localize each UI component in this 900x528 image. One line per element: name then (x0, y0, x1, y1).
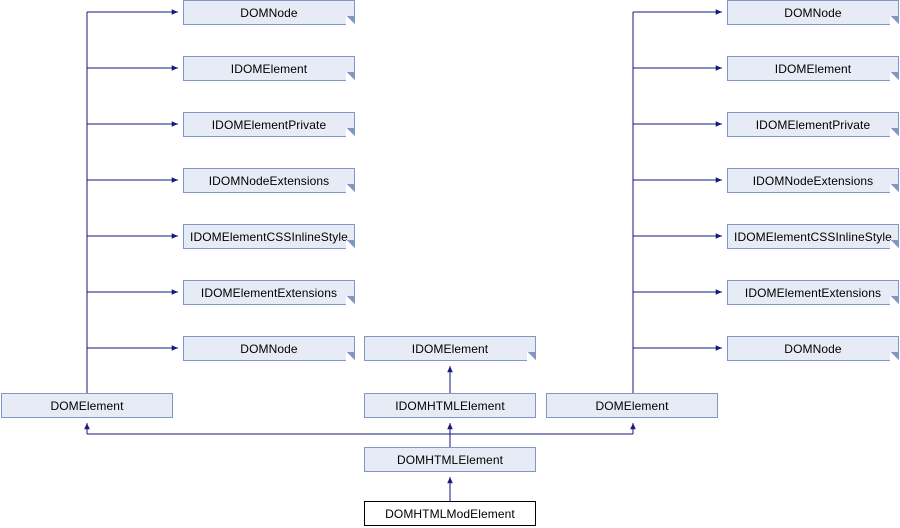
node-label: IDOMElementCSSInlineStyle (190, 229, 348, 244)
node-label: IDOMElementPrivate (755, 117, 871, 132)
node-label: DOMHTMLElement (396, 452, 504, 467)
node-label: IDOMElementExtensions (200, 285, 338, 300)
node-idomelement-center[interactable]: IDOMElement (364, 336, 536, 361)
node-idomelement-right[interactable]: IDOMElement (727, 56, 899, 81)
node-label: DOMNode (784, 5, 842, 20)
node-idomelementcssinlinestyle-right[interactable]: IDOMElementCSSInlineStyle (727, 224, 899, 249)
node-label: DOMElement (50, 398, 124, 413)
node-domnode-right-1[interactable]: DOMNode (727, 0, 899, 25)
node-idomhtmlelement[interactable]: IDOMHTMLElement (364, 393, 536, 418)
node-label: DOMNode (240, 341, 298, 356)
node-domelement-left[interactable]: DOMElement (1, 393, 173, 418)
node-label: DOMNode (784, 341, 842, 356)
node-domnode-left-1[interactable]: DOMNode (183, 0, 355, 25)
node-label: DOMElement (595, 398, 669, 413)
node-idomelementprivate-left[interactable]: IDOMElementPrivate (183, 112, 355, 137)
node-label: IDOMElementPrivate (211, 117, 327, 132)
node-label: IDOMElement (774, 61, 852, 76)
node-label: IDOMNodeExtensions (752, 173, 874, 188)
node-domnode-right-2[interactable]: DOMNode (727, 336, 899, 361)
node-idomelementcssinlinestyle-left[interactable]: IDOMElementCSSInlineStyle (183, 224, 355, 249)
node-idomelementprivate-right[interactable]: IDOMElementPrivate (727, 112, 899, 137)
node-idomnodeextensions-right[interactable]: IDOMNodeExtensions (727, 168, 899, 193)
node-idomnodeextensions-left[interactable]: IDOMNodeExtensions (183, 168, 355, 193)
node-label: IDOMHTMLElement (395, 398, 505, 413)
node-label: IDOMElementCSSInlineStyle (734, 229, 892, 244)
node-idomelementextensions-left[interactable]: IDOMElementExtensions (183, 280, 355, 305)
node-label: IDOMNodeExtensions (208, 173, 330, 188)
node-label: IDOMElement (411, 341, 489, 356)
node-domhtmlelement[interactable]: DOMHTMLElement (364, 447, 536, 472)
node-domhtmlmodelement-current[interactable]: DOMHTMLModElement (364, 501, 536, 526)
node-label: DOMHTMLModElement (385, 506, 515, 521)
node-idomelementextensions-right[interactable]: IDOMElementExtensions (727, 280, 899, 305)
node-domnode-left-2[interactable]: DOMNode (183, 336, 355, 361)
node-idomelement-left[interactable]: IDOMElement (183, 56, 355, 81)
node-label: IDOMElementExtensions (744, 285, 882, 300)
node-domelement-right[interactable]: DOMElement (546, 393, 718, 418)
node-label: IDOMElement (230, 61, 308, 76)
node-label: DOMNode (240, 5, 298, 20)
